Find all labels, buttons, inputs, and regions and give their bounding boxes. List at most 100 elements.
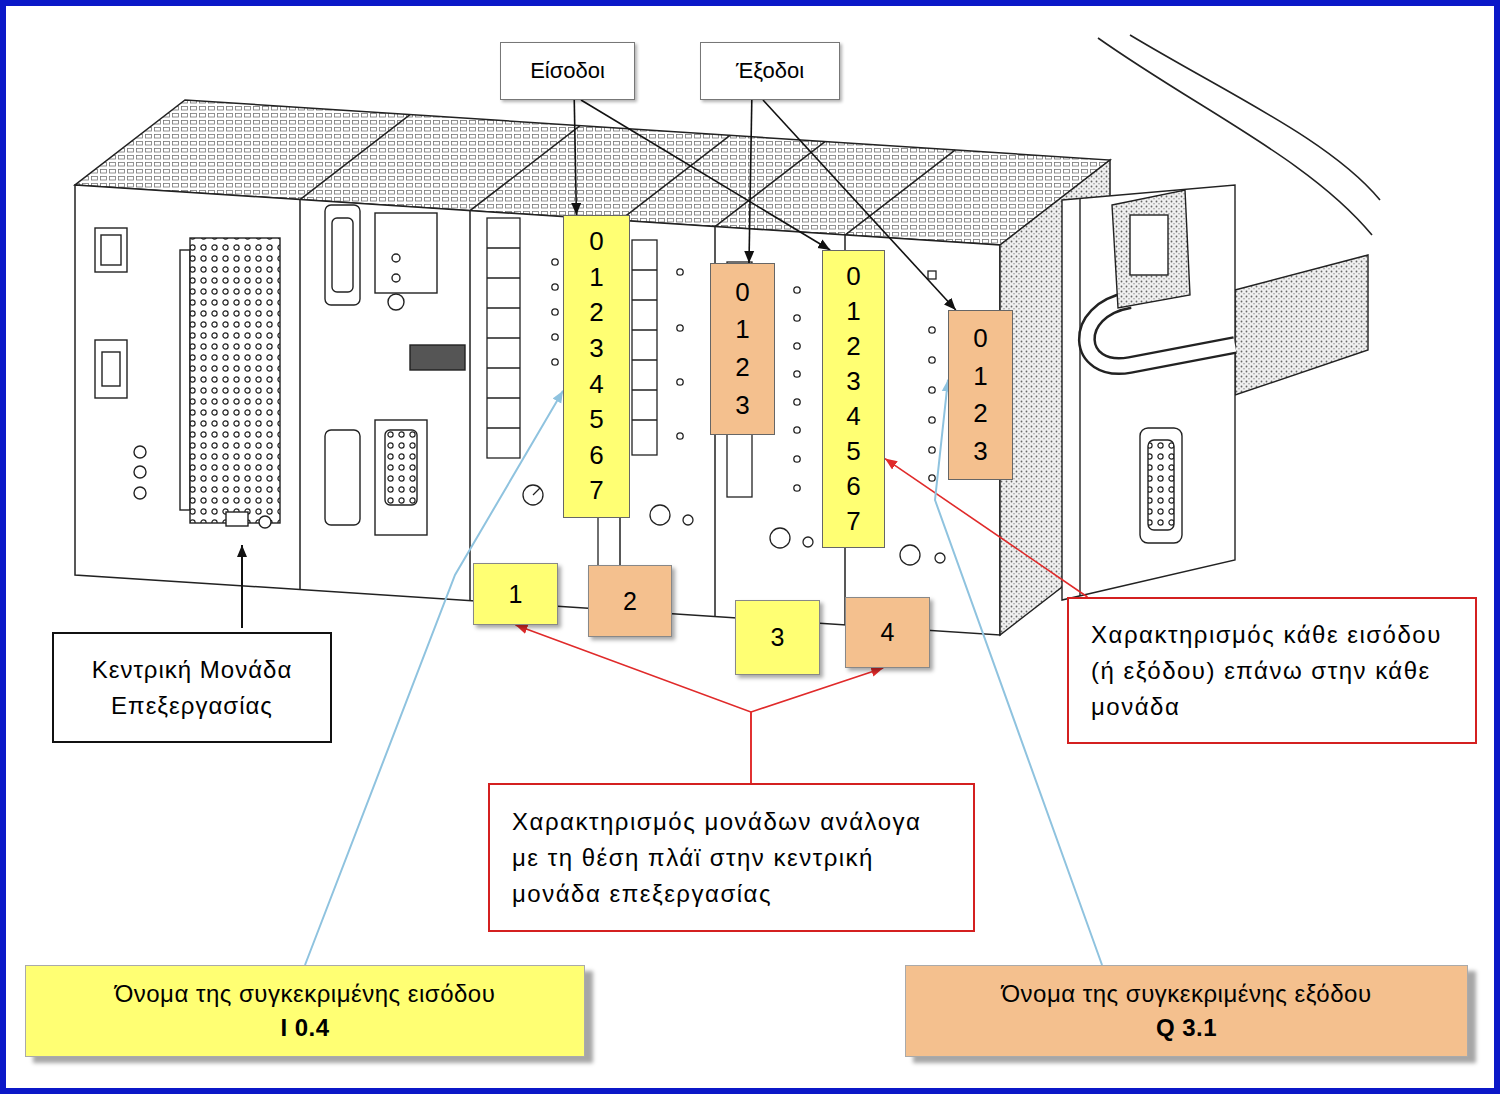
cpu-pointer-arrow [241,545,243,628]
interface-module-details [392,274,400,282]
io-module-details [794,315,800,321]
channel-number: 2 [735,354,749,381]
io-module-details [632,270,657,420]
io-module-details [794,343,800,349]
io-module-details [533,488,540,495]
input-name-box: Όνομα της συγκεκριμένης εισόδουI 0.4 [25,965,585,1057]
name-text: I 0.4 [280,1011,329,1045]
io-module-details [487,248,520,428]
inputs-heading-box: Είσοδοι [500,42,635,100]
connector-arrow [763,100,956,310]
channel-number: 3 [846,368,860,395]
channel-number: 2 [846,333,860,360]
connector-module [1112,190,1190,308]
channel-number: 6 [846,473,860,500]
channel-number: 1 [589,264,603,291]
channel-number: 4 [589,371,603,398]
io-module-details [677,433,683,439]
channel-number: 5 [846,438,860,465]
heading-text: Είσοδοι [530,58,605,84]
interface-module-details [410,345,465,370]
io-module-details [677,269,683,275]
interface-module-details [375,213,437,293]
io-module-details [794,287,800,293]
connector-arrow [516,625,751,783]
io-module-details [929,387,935,393]
io-module-details [794,399,800,405]
outputs-heading-box: Έξοδοι [700,42,840,100]
interface-module-details [332,218,353,292]
cpu-details [134,466,146,478]
cpu-details [226,512,248,526]
name-text: Q 3.1 [1156,1011,1217,1045]
io-module-details [929,417,935,423]
channel-number: 2 [973,400,987,427]
io-module-details [552,284,558,290]
connector-module [1062,35,1380,600]
module-number: 1 [509,580,523,609]
cpu-details [134,446,146,458]
connector-module [1235,255,1368,395]
io-module-details [552,334,558,340]
io-module-details [928,271,936,279]
connector-module [1140,428,1182,543]
io-module-details [929,447,935,453]
io-module-details [929,327,935,333]
note-box: Χαρακτηρισμός μονάδων ανάλογα με τη θέση… [488,783,975,932]
channel-number: 7 [589,477,603,504]
cpu-details [102,352,120,386]
output-name-box: Όνομα της συγκεκριμένης εξόδουQ 3.1 [905,965,1468,1057]
interface-module-details [385,430,417,505]
module-number-box: 1 [473,563,558,625]
io-module-details [632,240,657,455]
io-module-details [683,515,693,525]
name-text: Όνομα της συγκεκριμένης εισόδου [115,977,496,1011]
note-text: Χαρακτηρισμός μονάδων ανάλογα με τη θέση… [512,804,951,912]
channel-number: 5 [589,406,603,433]
channel-number: 0 [735,279,749,306]
connector-arrow [574,100,576,215]
io-module-details [794,456,800,462]
cpu-details [95,340,127,398]
interface-module-details [325,205,360,305]
io-module-details [677,379,683,385]
channel-number: 3 [589,335,603,362]
output-number-strip: 0123 [710,263,775,435]
io-module-details [929,475,935,481]
io-module-details [523,485,543,505]
channel-number: 2 [589,299,603,326]
channel-number: 0 [846,263,860,290]
io-module-details [794,485,800,491]
input-number-strip: 01234567 [563,215,630,518]
module-number: 2 [623,587,637,616]
module-number: 3 [771,623,785,652]
label-text: Κεντρική Μονάδα Επεξεργασίας [68,652,316,724]
connector-module [1148,440,1174,530]
module-number: 4 [881,618,895,647]
io-module-details [803,537,813,547]
connector-module [1062,185,1235,600]
io-module-details [794,371,800,377]
cpu-details [190,238,280,523]
connector-module [1130,215,1168,275]
connector-module [1087,300,1235,366]
rack-front [75,185,1000,635]
cpu-details [180,250,190,510]
interface-module-details [392,254,400,262]
cpu-label-box: Κεντρική Μονάδα Επεξεργασίας [52,632,332,743]
note-text: Χαρακτηρισμός κάθε εισόδου (ή εξόδου) επ… [1091,617,1453,725]
interface-module-details [325,430,360,525]
connector-arrow [749,100,752,263]
module-number-box: 2 [588,565,672,637]
input-number-strip: 01234567 [822,250,885,548]
output-number-strip: 0123 [948,310,1013,480]
name-text: Όνομα της συγκεκριμένης εξόδου [1001,977,1371,1011]
module-number-box: 3 [735,600,820,675]
channel-number: 7 [846,508,860,535]
edges [305,100,1102,965]
module-number-box: 4 [845,597,930,668]
io-module-details [552,359,558,365]
channel-number: 1 [973,363,987,390]
channel-number: 0 [973,325,987,352]
